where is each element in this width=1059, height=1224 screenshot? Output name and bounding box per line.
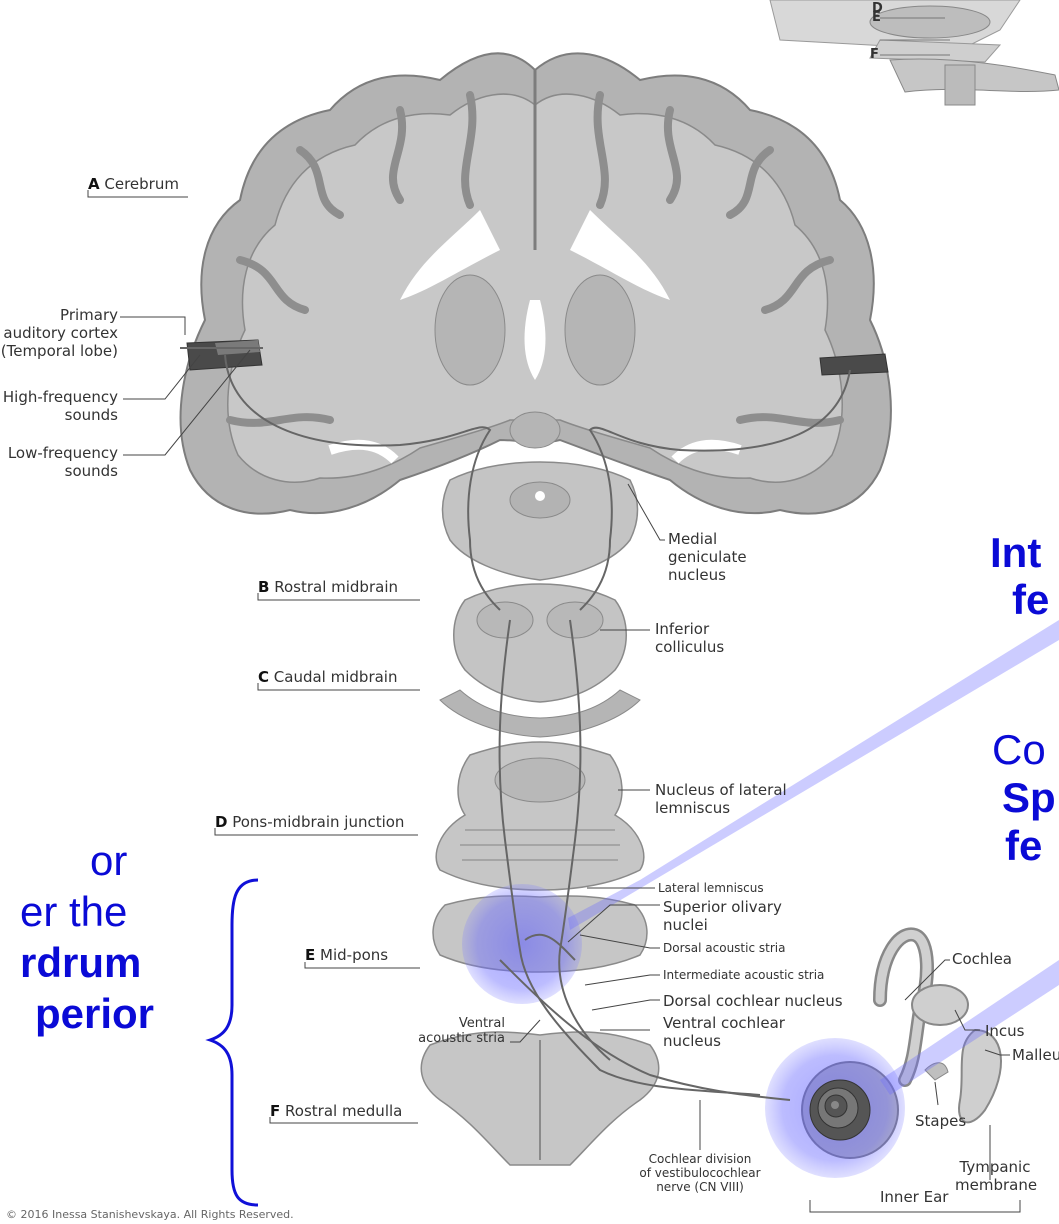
label-inner-ear: Inner Ear [880,1188,948,1206]
label-dorsal-cochlear-nucleus: Dorsal cochlear nucleus [663,992,843,1010]
copyright-notice: © 2016 Inessa Stanishevskaya. All Rights… [6,1208,294,1221]
label-high-frequency: High-frequency sounds [0,388,118,424]
inset-brain-sections [770,0,1059,105]
label-primary-auditory-cortex: Primary auditory cortex (Temporal lobe) [0,306,118,360]
label-stapes: Stapes [915,1112,966,1130]
label-nucleus-lateral-lemniscus: Nucleus of lateral lemniscus [655,781,787,817]
label-superior-olivary-nuclei: Superior olivary nuclei [663,898,782,934]
label-low-frequency: Low-frequency sounds [0,444,118,480]
overlay-right-line1: Int [990,530,1041,576]
overlay-right-line3: Co [992,727,1046,773]
overlay-left-line1: or [90,838,127,884]
inset-label-e: E [872,9,881,27]
overlay-right-line5: fe [1005,823,1042,869]
label-intermediate-acoustic-stria: Intermediate acoustic stria [663,968,824,982]
overlay-left-line4: perior [35,991,154,1037]
pons-midbrain-section [436,742,644,890]
label-caudal-midbrain: C Caudal midbrain [258,668,397,686]
overlay-left-line2: er the [20,889,127,935]
label-cochlear-division: Cochlear division of vestibulocochlear n… [630,1152,770,1194]
label-malleus: Malleus [1012,1046,1059,1064]
inset-label-f: F [870,46,879,64]
cochlea-spiral [810,1080,870,1140]
left-brace [210,880,258,1205]
label-cerebrum: A Cerebrum [88,175,179,193]
overlay-left-line3: rdrum [20,940,141,986]
label-rostral-medulla: F Rostral medulla [270,1102,402,1120]
label-dorsal-acoustic-stria: Dorsal acoustic stria [663,941,785,955]
label-rostral-midbrain: B Rostral midbrain [258,578,398,596]
label-pons-midbrain-junction: D Pons-midbrain junction [215,813,404,831]
overlay-right-line2: fe [1012,577,1049,623]
mid-pons-highlight [462,884,582,1004]
cerebrum-section [181,53,891,513]
rostral-medulla-section [421,1032,658,1165]
label-mid-pons: E Mid-pons [305,946,388,964]
label-cochlea: Cochlea [952,950,1012,968]
caudal-midbrain-section [440,584,640,737]
label-medial-geniculate-nucleus: Medial geniculate nucleus [668,530,747,584]
label-inferior-colliculus: Inferior colliculus [655,620,724,656]
label-ventral-acoustic-stria: Ventral acoustic stria [400,1016,505,1046]
pointer-beam-upper [568,620,1059,930]
label-lateral-lemniscus: Lateral lemniscus [658,881,764,895]
label-ventral-cochlear-nucleus: Ventral cochlear nucleus [663,1014,785,1050]
overlay-right-line4: Sp [1002,775,1056,821]
label-incus: Incus [985,1022,1025,1040]
label-tympanic-membrane: Tympanic membrane [955,1158,1035,1194]
